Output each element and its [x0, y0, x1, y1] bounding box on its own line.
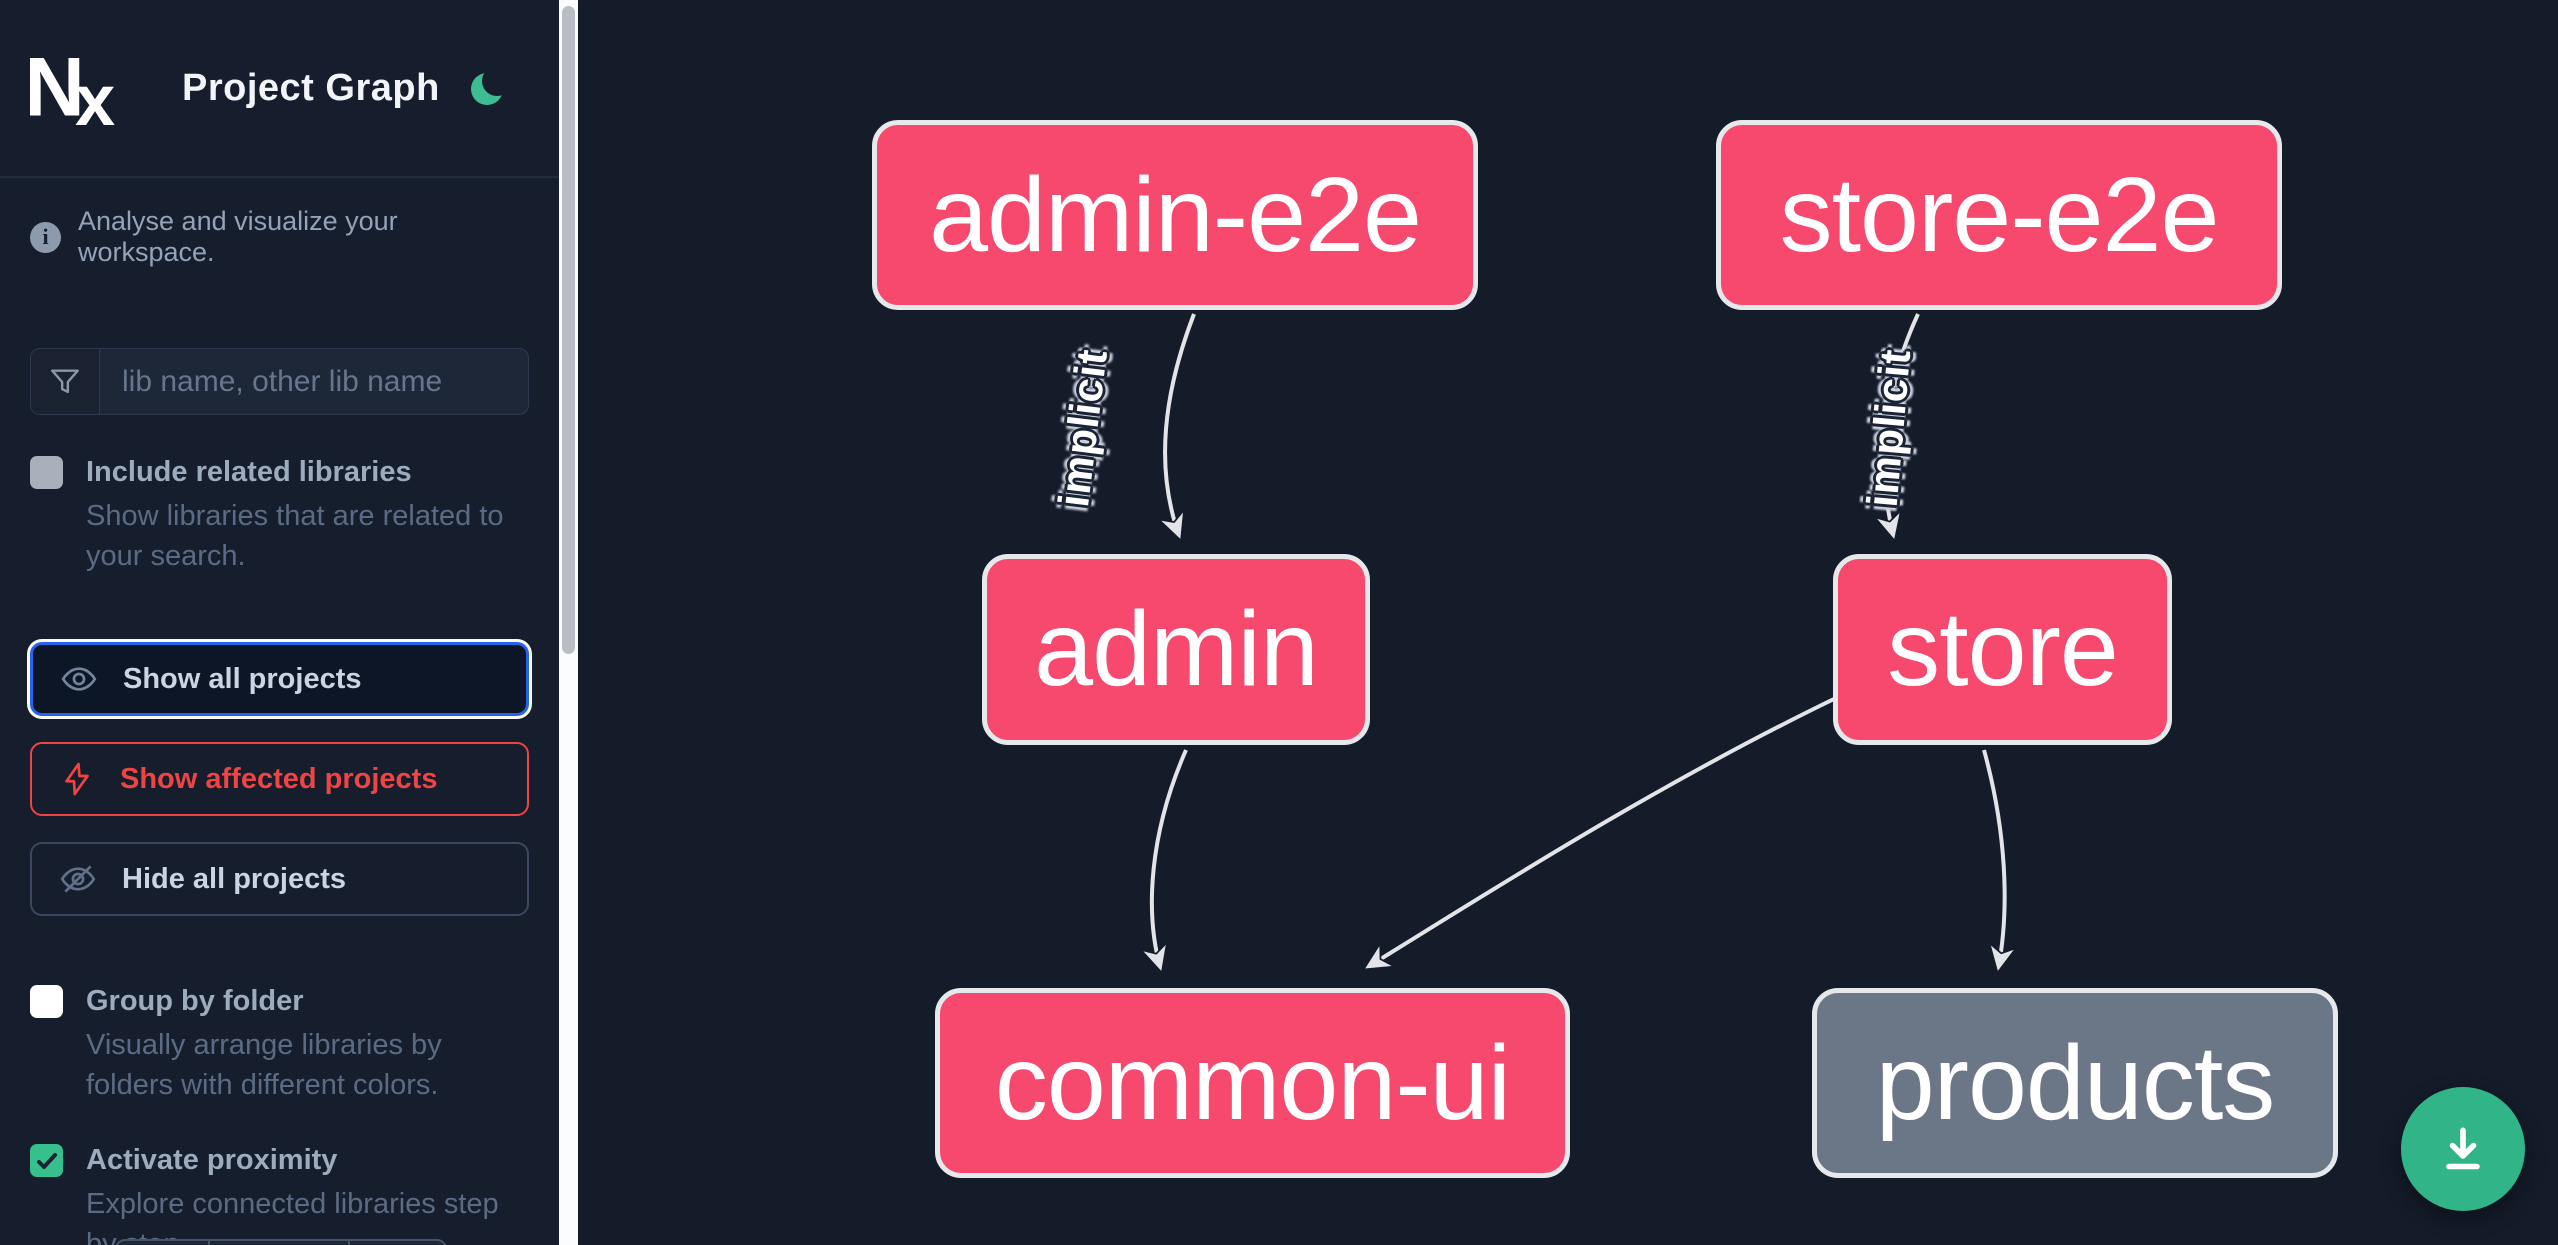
- svg-text:N: N: [30, 47, 79, 129]
- toggle-label: Activate proximity: [86, 1144, 338, 1176]
- sidebar-header: N x Project Graph: [0, 0, 559, 178]
- graph-node-store-e2e[interactable]: store-e2e: [1716, 120, 2282, 310]
- graph-node-admin-e2e[interactable]: admin-e2e: [872, 120, 1478, 310]
- workspace-tagline: Analyse and visualize your workspace.: [78, 206, 398, 267]
- proximity-depth-stepper[interactable]: [115, 1239, 447, 1245]
- graph-node-common-ui[interactable]: common-ui: [935, 988, 1570, 1178]
- graph-node-store[interactable]: store: [1833, 554, 2172, 745]
- toggle-label: Include related libraries: [86, 456, 412, 488]
- toggle-activate-proximity: Activate proximity Explore connected lib…: [0, 1143, 559, 1245]
- show-affected-projects-button[interactable]: Show affected projects: [30, 742, 529, 816]
- check-icon: [36, 1152, 57, 1169]
- search-input[interactable]: [100, 349, 528, 414]
- nx-logo-icon: N x: [30, 47, 115, 129]
- sidebar: N x Project Graph i Analyse and visualiz…: [0, 0, 559, 1245]
- button-label: Show affected projects: [120, 762, 438, 795]
- sidebar-scrollbar-track[interactable]: [559, 0, 578, 1245]
- dark-mode-moon-icon[interactable]: [467, 67, 509, 109]
- button-label: Show all projects: [123, 662, 362, 695]
- toggle-include-related-libraries: Include related libraries Show libraries…: [0, 455, 559, 576]
- eye-icon: [61, 667, 97, 691]
- info-icon: i: [30, 221, 61, 253]
- filter-search-box: [30, 348, 529, 415]
- toggle-description: Visually arrange libraries by folders wi…: [86, 1029, 442, 1101]
- group-by-folder-checkbox[interactable]: [30, 985, 63, 1018]
- activate-proximity-checkbox[interactable]: [30, 1144, 63, 1177]
- download-graph-button[interactable]: [2401, 1087, 2525, 1211]
- download-icon: [2446, 1127, 2480, 1170]
- include-related-checkbox[interactable]: [30, 456, 63, 489]
- button-label: Hide all projects: [122, 862, 347, 895]
- graph-node-products[interactable]: products: [1812, 988, 2338, 1178]
- toggle-description: Show libraries that are related to your …: [86, 500, 504, 572]
- eye-off-icon: [60, 865, 96, 893]
- show-all-projects-button[interactable]: Show all projects: [30, 642, 529, 716]
- workspace-info-row: i Analyse and visualize your workspace.: [30, 206, 529, 268]
- toggle-label: Group by folder: [86, 985, 304, 1017]
- svg-text:x: x: [75, 61, 115, 129]
- hide-all-projects-button[interactable]: Hide all projects: [30, 842, 529, 916]
- funnel-filter-icon: [31, 349, 100, 414]
- bolt-icon: [65, 762, 89, 796]
- sidebar-scrollbar-thumb[interactable]: [562, 6, 575, 654]
- page-title: Project Graph: [182, 66, 440, 109]
- toggle-description: Explore connected libraries step by step…: [86, 1188, 499, 1245]
- graph-node-admin[interactable]: admin: [982, 554, 1370, 745]
- toggle-group-by-folder: Group by folder Visually arrange librari…: [0, 984, 559, 1105]
